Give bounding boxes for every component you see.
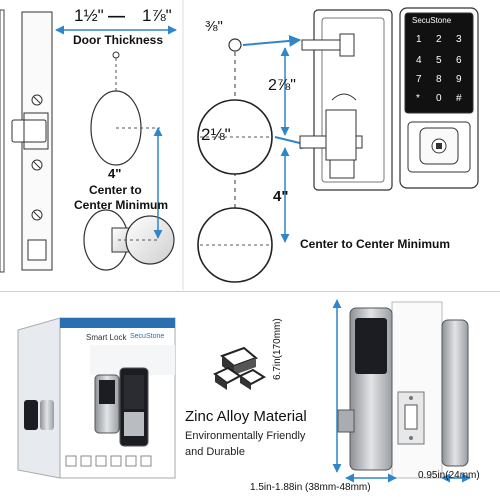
keypad-key: 0 (436, 93, 442, 104)
door-thickness-dash: — (108, 6, 125, 25)
box-brand-label: SecuStone (130, 333, 165, 340)
keypad-key: 1 (416, 34, 422, 45)
box-product-label: Smart Lock (86, 333, 127, 342)
backset-label: ⅜" (205, 18, 223, 35)
keypad-key: # (456, 93, 462, 104)
thickness-center-mark (112, 51, 120, 59)
lock-side-profile (299, 9, 393, 191)
keypad-key: 9 (456, 74, 462, 85)
keypad-key: 3 (456, 34, 462, 45)
door-thickness-label: Door Thickness (73, 33, 164, 47)
keypad-lock-front (399, 7, 479, 189)
left-spacing-label-line2: Center Minimum (74, 198, 169, 212)
lower-bore-hole (197, 207, 273, 283)
width-dimension-label: 1.5in-1.88in (38mm-48mm) (250, 482, 371, 493)
right-spacing-label: Center to Center Minimum (300, 237, 451, 251)
hole-diameter-label: 2⅛" (201, 125, 231, 144)
installed-lock-photo (337, 301, 469, 479)
keypad-key: 5 (436, 55, 442, 66)
door-edge-diagram (0, 9, 53, 273)
keypad-key: 6 (456, 55, 462, 66)
main-bore-hole (197, 99, 273, 175)
height-dimension-label: 6.7in(170mm) (272, 318, 283, 380)
keypad-key: * (416, 93, 420, 104)
backset-hole (228, 38, 242, 52)
material-title: Zinc Alloy Material (185, 408, 307, 425)
bolt-offset-label: 2⅞" (268, 77, 296, 94)
product-box (17, 317, 176, 479)
keypad-key: 4 (416, 55, 422, 66)
door-thickness-max: 1⅞" (142, 6, 172, 25)
material-line2: and Durable (185, 446, 245, 458)
backset-arrow (242, 34, 302, 47)
left-spacing-label-line1: Center to (89, 183, 142, 197)
door-knob (83, 209, 175, 271)
keypad-key: 2 (436, 34, 442, 45)
keypad-key: 7 (416, 74, 422, 85)
zinc-ingot-icon (207, 329, 273, 395)
right-spacing-value: 4" (273, 188, 289, 205)
material-line1: Environmentally Friendly (185, 430, 306, 442)
keypad-brand: SecuStone (412, 16, 452, 25)
section-divider (0, 291, 500, 292)
left-spacing-value: 4" (108, 166, 122, 181)
keypad-key: 8 (436, 74, 442, 85)
depth-dimension-label: 0.95in(24mm) (418, 470, 480, 481)
door-thickness-min: 1½" (74, 6, 104, 25)
